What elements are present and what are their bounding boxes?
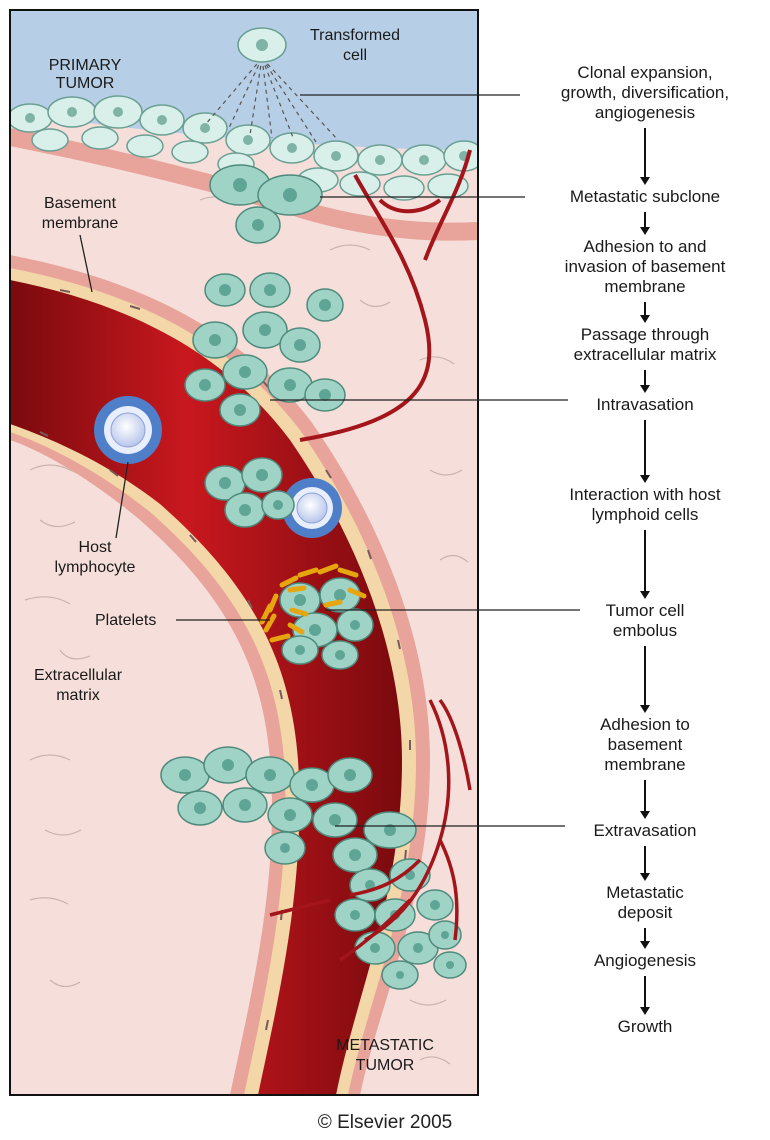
- step-5-line-1: Intravasation: [596, 395, 693, 414]
- label-transformed-cell-l1: Transformed: [310, 27, 400, 44]
- step-3-line-3: membrane: [604, 277, 685, 296]
- label-metastatic-tumor-l2: TUMOR: [356, 1057, 415, 1074]
- step-1-line-2: growth, diversification,: [561, 83, 729, 102]
- label-platelets: Platelets: [95, 612, 156, 629]
- label-basement-membrane-l2: membrane: [42, 215, 119, 232]
- label-transformed-cell-l2: cell: [343, 47, 367, 64]
- step-7-line-2: embolus: [613, 621, 677, 640]
- arrow-head-9: [640, 873, 650, 881]
- step-3-line-2: invasion of basement: [565, 257, 726, 276]
- arrow-head-5: [640, 475, 650, 483]
- step-1-line-1: Clonal expansion,: [577, 63, 712, 82]
- arrow-head-11: [640, 1007, 650, 1015]
- arrow-head-4: [640, 385, 650, 393]
- label-primary-tumor-l1: PRIMARY: [49, 57, 122, 74]
- arrow-head-1: [640, 177, 650, 185]
- arrow-head-3: [640, 315, 650, 323]
- process-steps: Clonal expansion,growth, diversification…: [561, 63, 729, 1036]
- host-lymphocyte: [94, 396, 162, 464]
- step-1-line-3: angiogenesis: [595, 103, 695, 122]
- step-8-line-1: Adhesion to: [600, 715, 690, 734]
- step-8-line-3: membrane: [604, 755, 685, 774]
- diagram-panel: PRIMARY TUMOR Transformed cell Basement …: [8, 10, 484, 1095]
- label-host-lymphocyte-l1: Host: [79, 539, 112, 556]
- copyright-notice: © Elsevier 2005: [0, 1112, 770, 1134]
- label-primary-tumor-l2: TUMOR: [56, 75, 115, 92]
- arrow-head-6: [640, 591, 650, 599]
- arrow-head-7: [640, 705, 650, 713]
- step-10-line-2: deposit: [618, 903, 673, 922]
- step-6-line-1: Interaction with host: [569, 485, 720, 504]
- step-6-line-2: lymphoid cells: [592, 505, 699, 524]
- step-7-line-1: Tumor cell: [606, 601, 685, 620]
- label-extracellular-matrix-l1: Extracellular: [34, 667, 123, 684]
- step-11-line-1: Angiogenesis: [594, 951, 696, 970]
- step-9-line-1: Extravasation: [594, 821, 697, 840]
- step-8-line-2: basement: [608, 735, 683, 754]
- arrow-head-8: [640, 811, 650, 819]
- label-basement-membrane-l1: Basement: [44, 195, 117, 212]
- label-extracellular-matrix-l2: matrix: [56, 687, 100, 704]
- step-4-line-2: extracellular matrix: [574, 345, 717, 364]
- step-4-line-1: Passage through: [581, 325, 710, 344]
- step-12-line-1: Growth: [618, 1017, 673, 1036]
- label-host-lymphocyte-l2: lymphocyte: [55, 559, 136, 576]
- step-10-line-1: Metastatic: [606, 883, 684, 902]
- step-2-line-1: Metastatic subclone: [570, 187, 720, 206]
- arrow-head-10: [640, 941, 650, 949]
- step-3-line-1: Adhesion to and: [584, 237, 707, 256]
- arrow-head-2: [640, 227, 650, 235]
- label-metastatic-tumor-l1: METASTATIC: [336, 1037, 434, 1054]
